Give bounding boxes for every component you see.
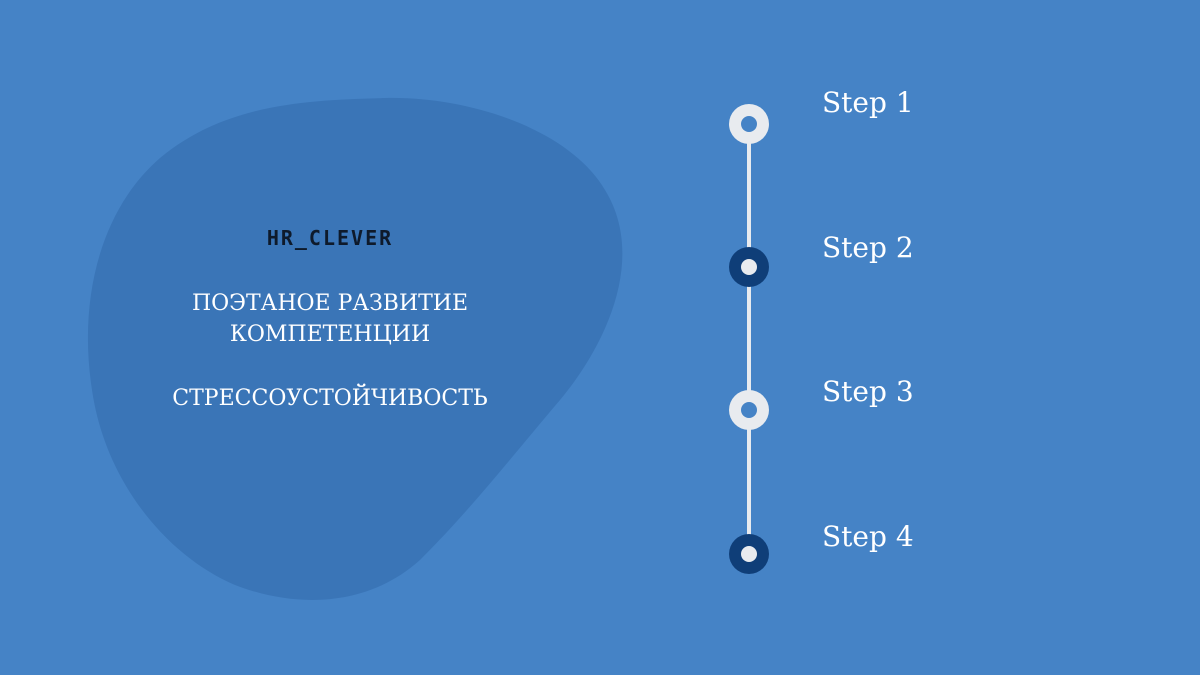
step-marker-2	[729, 247, 769, 287]
step-marker-3	[729, 390, 769, 430]
organic-blob	[87, 97, 623, 600]
brand-name: HR_CLEVER	[266, 226, 394, 250]
subline-text: СТРЕССОУСТОЙЧИВОСТЬ	[172, 386, 488, 411]
step-label-4: Step 4	[822, 520, 914, 553]
step-marker-1	[729, 104, 769, 144]
step-marker-4	[729, 534, 769, 574]
step-label-2: Step 2	[822, 231, 914, 264]
step-label-3: Step 3	[822, 375, 914, 408]
step-timeline	[729, 104, 769, 574]
step-label-1: Step 1	[822, 86, 914, 119]
headline-text: ПОЭТАНОЕ РАЗВИТИЕ КОМПЕТЕНЦИИ	[191, 291, 469, 347]
